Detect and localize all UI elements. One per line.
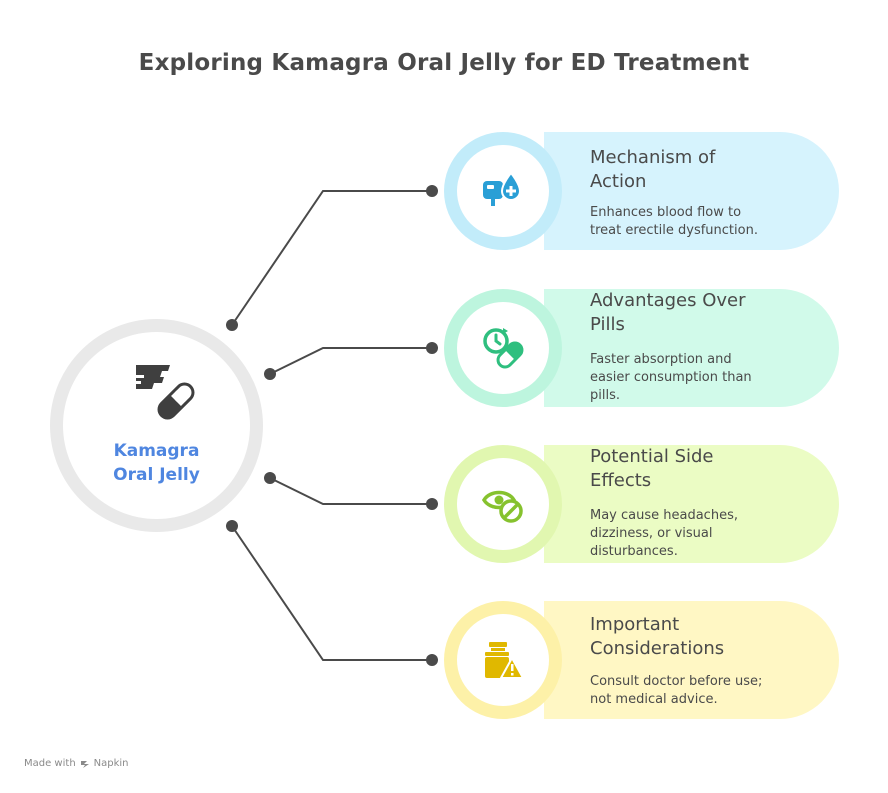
card-description: Enhances blood flow to treat erectile dy… [590,204,790,240]
connector-dot-hub-advantages [264,368,276,380]
card-description: May cause headaches, dizziness, or visua… [590,507,790,561]
card-advantages-over-pills: Advantages Over Pills Faster absorption … [444,289,839,407]
connector-dot-card-mechanism [426,185,438,197]
card-description-line: pills. [590,388,620,403]
footer-brand: Napkin [93,758,129,769]
card-heading-line1: Mechanism of [590,147,716,168]
card-icon-circle [457,614,549,706]
card-description-line: dizziness, or visual [590,526,713,541]
connector-dot-card-side-effects [426,498,438,510]
connector-advantages [269,347,432,375]
card-description-line: easier consumption than [590,370,752,385]
footer-made-with: Made with [24,758,76,769]
connector-dot-card-advantages [426,342,438,354]
card-description-line: Faster absorption and [590,352,732,367]
card-description: Consult doctor before use; not medical a… [590,673,790,709]
connector-dot-hub-considerations [226,520,238,532]
card-background [544,601,839,719]
card-heading-line2: Considerations [590,638,725,659]
card-icon-ring [444,601,562,719]
jelly-sachet-pill-icon [136,365,195,420]
card-icon-circle [457,458,549,550]
blood-bag-drop-icon [483,171,522,206]
card-background [544,132,839,250]
card-heading-line2: Action [590,171,647,192]
card-heading: Mechanism of Action [590,146,790,194]
card-important-considerations: Important Considerations Consult doctor … [444,601,839,719]
card-heading-line2: Effects [590,470,652,491]
card-description-line: May cause headaches, [590,508,738,523]
central-hub: Kamagra Oral Jelly [50,319,263,532]
card-icon-ring [444,289,562,407]
hub-label-line1: Kamagra [113,441,200,461]
footer-attribution[interactable]: Made with Napkin [24,758,129,769]
connector-considerations [231,525,432,661]
card-heading-line2: Pills [590,314,625,335]
connector-dot-card-considerations [426,654,438,666]
card-description-line: treat erectile dysfunction. [590,223,758,238]
card-description-line: not medical advice. [590,692,718,707]
hub-label-line2: Oral Jelly [113,465,200,485]
card-icon-ring [444,132,562,250]
connector-side-effects [269,477,432,505]
card-icon-circle [457,145,549,237]
card-heading-line1: Potential Side [590,446,714,467]
connector-dot-hub-mechanism [226,319,238,331]
card-heading-line1: Advantages Over [590,290,746,311]
card-mechanism-of-action: Mechanism of Action Enhances blood flow … [444,132,839,250]
card-description: Faster absorption and easier consumption… [590,351,790,405]
card-heading: Important Considerations [590,613,790,661]
card-description-line: Enhances blood flow to [590,205,742,220]
page-title: Exploring Kamagra Oral Jelly for ED Trea… [138,50,750,76]
card-potential-side-effects: Potential Side Effects May cause headach… [444,445,839,563]
card-icon-circle [457,302,549,394]
bottle-warning-icon [485,642,524,679]
card-icon-ring [444,445,562,563]
card-heading: Advantages Over Pills [590,289,790,337]
card-heading: Potential Side Effects [590,445,790,493]
napkin-logo-icon [80,760,89,768]
card-description-line: disturbances. [590,544,678,559]
clock-capsule-icon [483,328,524,369]
central-hub-inner: Kamagra Oral Jelly [63,332,250,519]
card-background [544,445,839,563]
connector-mechanism [231,190,432,326]
connector-dot-hub-side-effects [264,472,276,484]
card-background [544,289,839,407]
card-description-line: Consult doctor before use; [590,674,763,689]
card-heading-line1: Important [590,614,680,635]
eye-blocked-icon [481,490,523,523]
hub-label: Kamagra Oral Jelly [63,439,250,487]
